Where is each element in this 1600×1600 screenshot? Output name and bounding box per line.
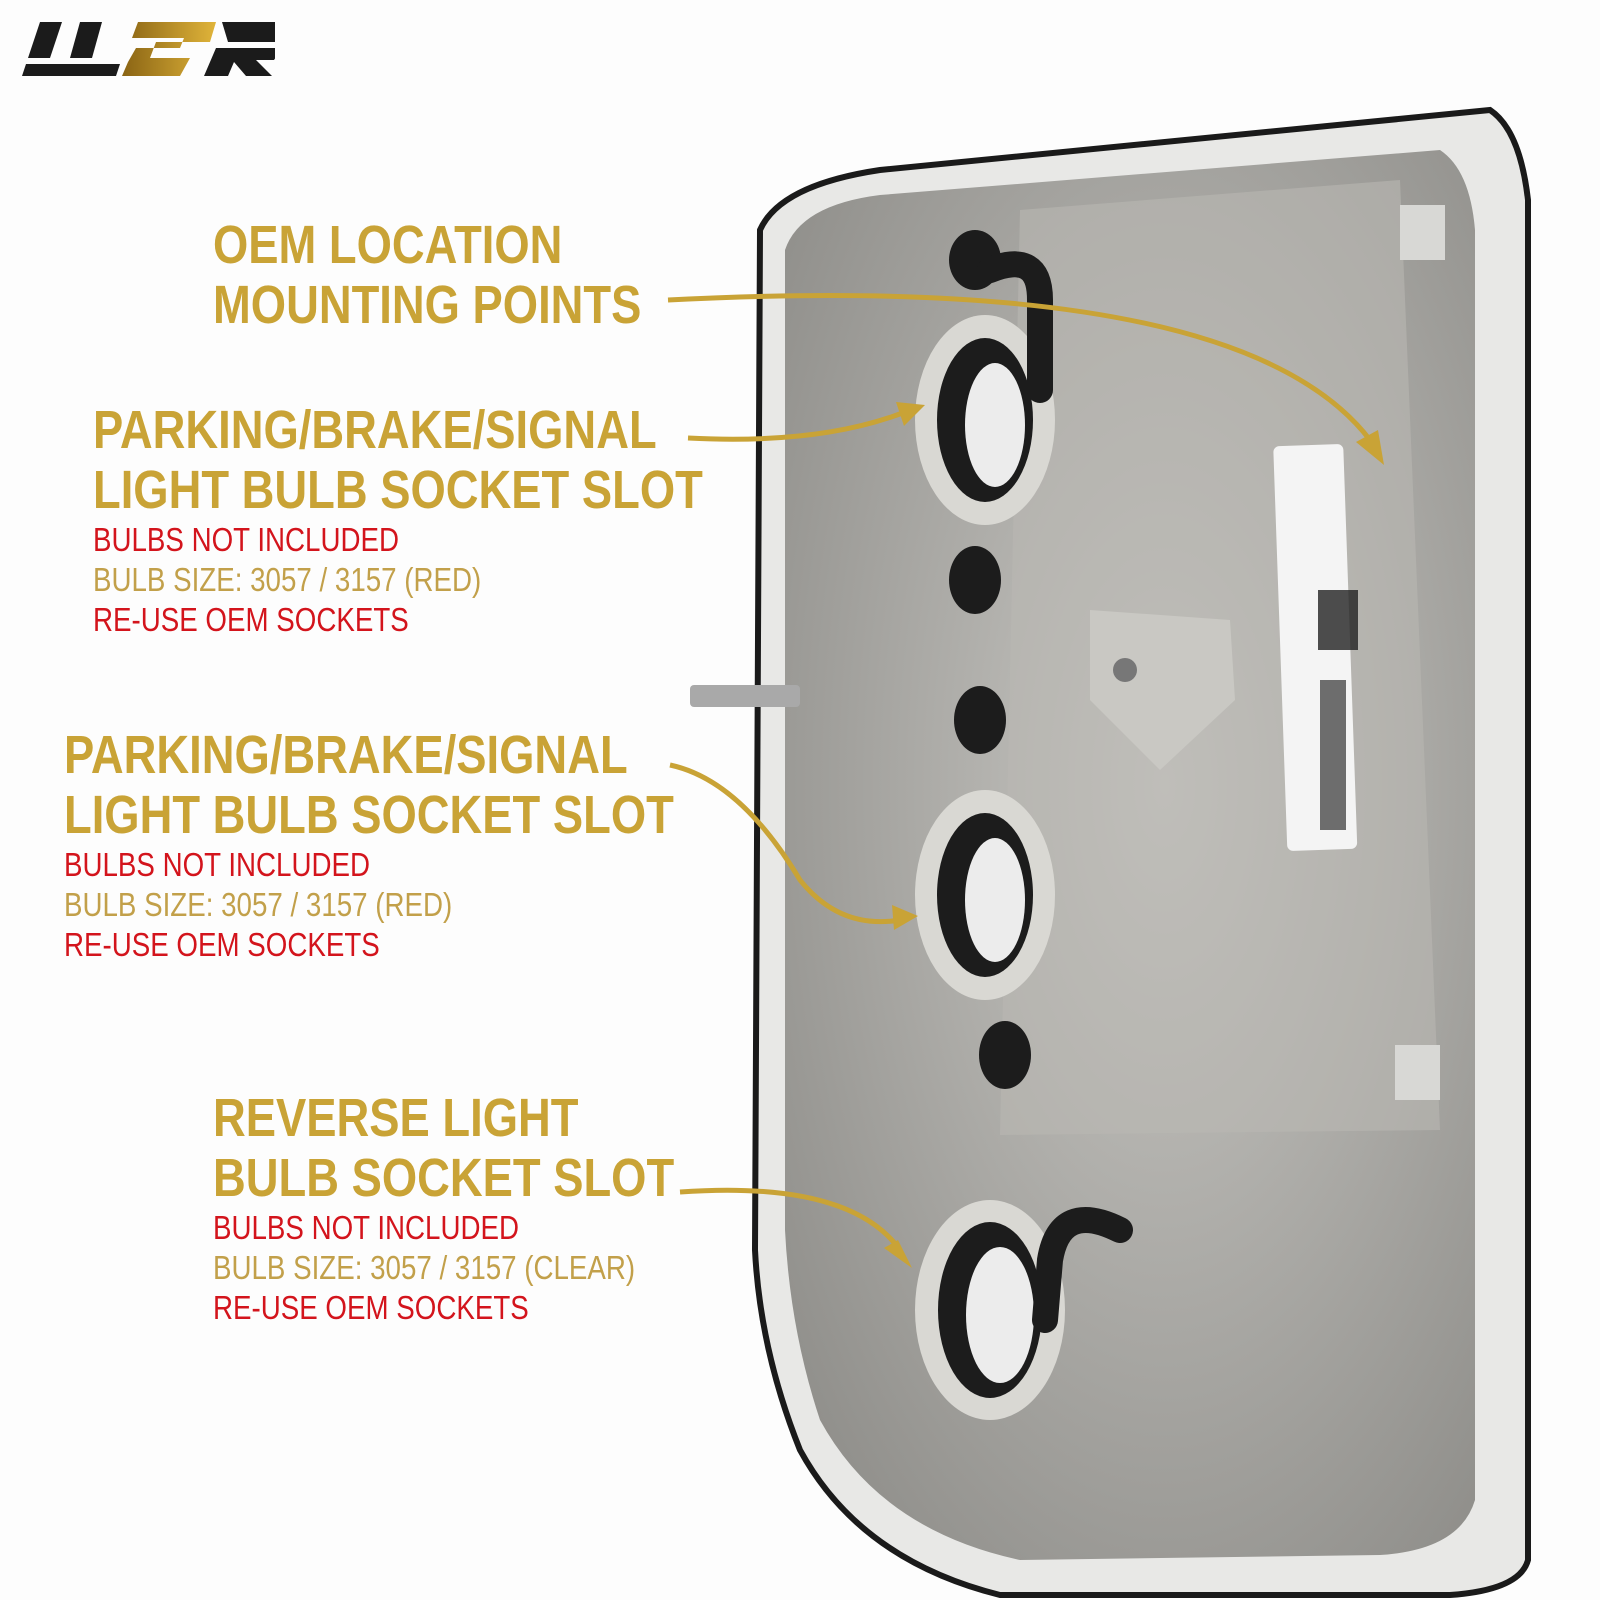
wire-lower (1032, 1207, 1133, 1333)
note-bulbs-not-included: BULBS NOT INCLUDED (64, 846, 371, 883)
note-reuse-sockets: RE-USE OEM SOCKETS (213, 1289, 529, 1326)
callout-title: BULB SOCKET SLOT (213, 1148, 675, 1208)
callout-title: LIGHT BULB SOCKET SLOT (64, 785, 674, 845)
mounting-stud (690, 685, 800, 707)
note-reuse-sockets: RE-USE OEM SOCKETS (64, 926, 380, 963)
callout-title: PARKING/BRAKE/SIGNAL (93, 400, 657, 460)
callout-middle-socket: PARKING/BRAKE/SIGNAL LIGHT BULB SOCKET S… (64, 725, 674, 965)
callout-upper-socket: PARKING/BRAKE/SIGNAL LIGHT BULB SOCKET S… (93, 400, 703, 640)
note-reuse-sockets: RE-USE OEM SOCKETS (93, 601, 409, 638)
note-bulb-size: BULB SIZE: 3057 / 3157 (RED) (64, 886, 453, 923)
callout-title: REVERSE LIGHT (213, 1088, 579, 1148)
callout-reverse-socket: REVERSE LIGHT BULB SOCKET SLOT BULBS NOT… (213, 1088, 674, 1328)
bulb-socket-middle (915, 790, 1055, 1000)
usr-logo (22, 22, 275, 76)
callout-title: PARKING/BRAKE/SIGNAL (64, 725, 628, 785)
bulb-socket-upper (915, 315, 1055, 525)
callout-oem-mounting-points: OEM LOCATION MOUNTING POINTS (213, 215, 641, 335)
callout-arrows (667, 293, 1372, 1252)
note-bulbs-not-included: BULBS NOT INCLUDED (213, 1209, 520, 1246)
callout-title: OEM LOCATION (213, 215, 563, 275)
note-bulb-size: BULB SIZE: 3057 / 3157 (RED) (93, 561, 482, 598)
bulb-socket-reverse (915, 1200, 1065, 1420)
note-bulbs-not-included: BULBS NOT INCLUDED (93, 521, 400, 558)
note-bulb-size: BULB SIZE: 3057 / 3157 (CLEAR) (213, 1249, 636, 1286)
callout-title: MOUNTING POINTS (213, 275, 642, 335)
wire-upper (977, 251, 1053, 403)
callout-title: LIGHT BULB SOCKET SLOT (93, 460, 703, 520)
